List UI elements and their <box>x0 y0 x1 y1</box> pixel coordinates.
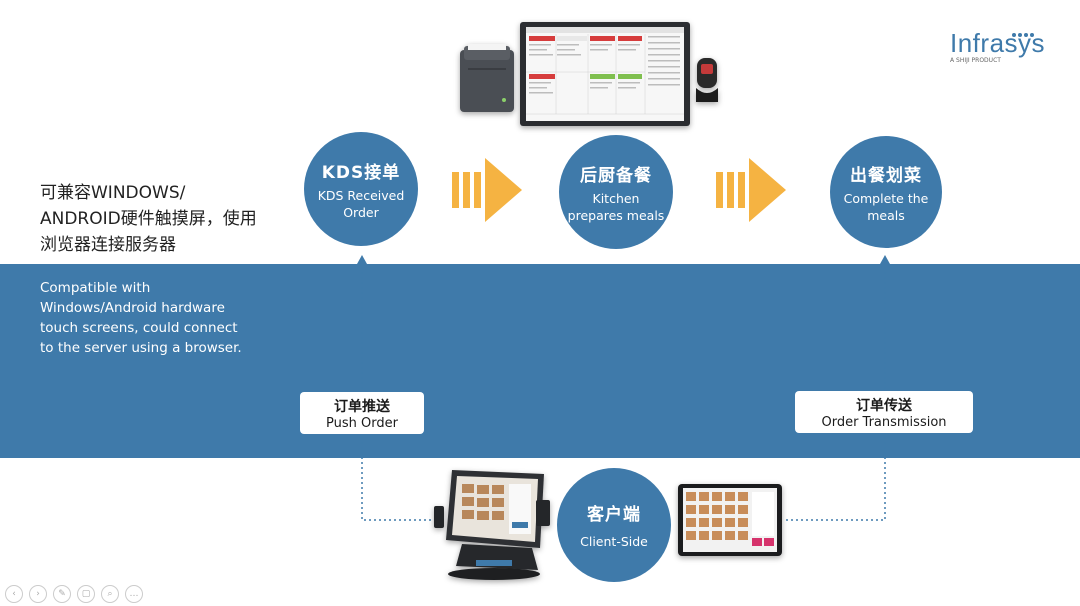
compat-text-cn: 可兼容WINDOWS/ ANDROID硬件触摸屏，使用 浏览器连接服务器 <box>40 180 340 258</box>
step-complete-meals: 出餐划菜 Complete the meals <box>830 136 942 248</box>
connector-push-line <box>361 262 440 521</box>
prev-icon[interactable]: ‹ <box>5 585 23 603</box>
compat-en-line-4: to the server using a browser. <box>40 340 242 356</box>
scanner-icon <box>696 58 718 102</box>
step-complete-cn: 出餐划菜 <box>850 165 922 186</box>
logo-name: Infrasys <box>950 28 1046 58</box>
forward-arrow-icon <box>452 158 522 222</box>
infrasys-logo: Infrasys A SHIJI PRODUCT <box>950 28 1045 64</box>
step-kds-received: KDS接单 KDS Received Order <box>304 132 418 246</box>
printer-icon <box>460 44 514 112</box>
compat-en-line-2: Windows/Android hardware <box>40 300 225 316</box>
pen-icon[interactable]: ✎ <box>53 585 71 603</box>
step-kds-en-line-2: Order <box>343 204 379 220</box>
step-complete-en-line-2: meals <box>867 207 905 223</box>
compat-cn-line-1: 可兼容WINDOWS/ <box>40 183 186 203</box>
step-complete-en: Complete the meals <box>844 190 929 224</box>
kds-monitor-icon <box>520 22 690 126</box>
step-kitchen-en-line-1: Kitchen <box>592 190 640 206</box>
forward-arrow-icon <box>716 158 786 222</box>
client-side-circle: 客户端 Client-Side <box>557 468 671 582</box>
step-kitchen-en-line-2: prepares meals <box>567 207 665 223</box>
slides-icon[interactable]: ▢ <box>77 585 95 603</box>
compat-en-line-1: Compatible with <box>40 280 151 296</box>
push-order-en: Push Order <box>326 415 398 431</box>
presentation-toolbar: ‹ › ✎ ▢ ⌕ … <box>5 585 143 603</box>
step-kds-en: KDS Received Order <box>318 187 405 221</box>
tablet-icon <box>678 484 782 556</box>
step-complete-en-line-1: Complete the <box>843 190 929 206</box>
connector-transmission-line <box>785 262 886 521</box>
connector-push-arrowhead <box>357 255 367 264</box>
push-order-cn: 订单推送 <box>334 398 390 415</box>
compat-cn-line-2: ANDROID硬件触摸屏，使用 <box>40 209 257 229</box>
client-en: Client-Side <box>580 534 648 549</box>
zoom-icon[interactable]: ⌕ <box>101 585 119 603</box>
next-icon[interactable]: › <box>29 585 47 603</box>
compat-text-en: Compatible with Windows/Android hardware… <box>40 278 300 358</box>
order-transmission-label: 订单传送 Order Transmission <box>795 391 973 433</box>
step-kitchen-cn: 后厨备餐 <box>580 165 652 186</box>
more-icon[interactable]: … <box>125 585 143 603</box>
step-kds-en-line-1: KDS Received <box>317 187 405 203</box>
order-transmission-en: Order Transmission <box>821 414 947 430</box>
order-transmission-cn: 订单传送 <box>856 397 912 414</box>
client-cn: 客户端 <box>587 505 641 525</box>
compat-cn-line-3: 浏览器连接服务器 <box>40 235 176 255</box>
connector-transmission-arrowhead <box>880 255 890 264</box>
step-kitchen-prepares: 后厨备餐 Kitchen prepares meals <box>559 135 673 249</box>
push-order-label: 订单推送 Push Order <box>300 392 424 434</box>
logo-subtitle: A SHIJI PRODUCT <box>950 57 1001 64</box>
pos-terminal-icon <box>434 470 550 580</box>
compat-en-line-3: touch screens, could connect <box>40 320 238 336</box>
step-kitchen-en: Kitchen prepares meals <box>568 190 665 224</box>
step-kds-cn: KDS接单 <box>321 162 401 183</box>
